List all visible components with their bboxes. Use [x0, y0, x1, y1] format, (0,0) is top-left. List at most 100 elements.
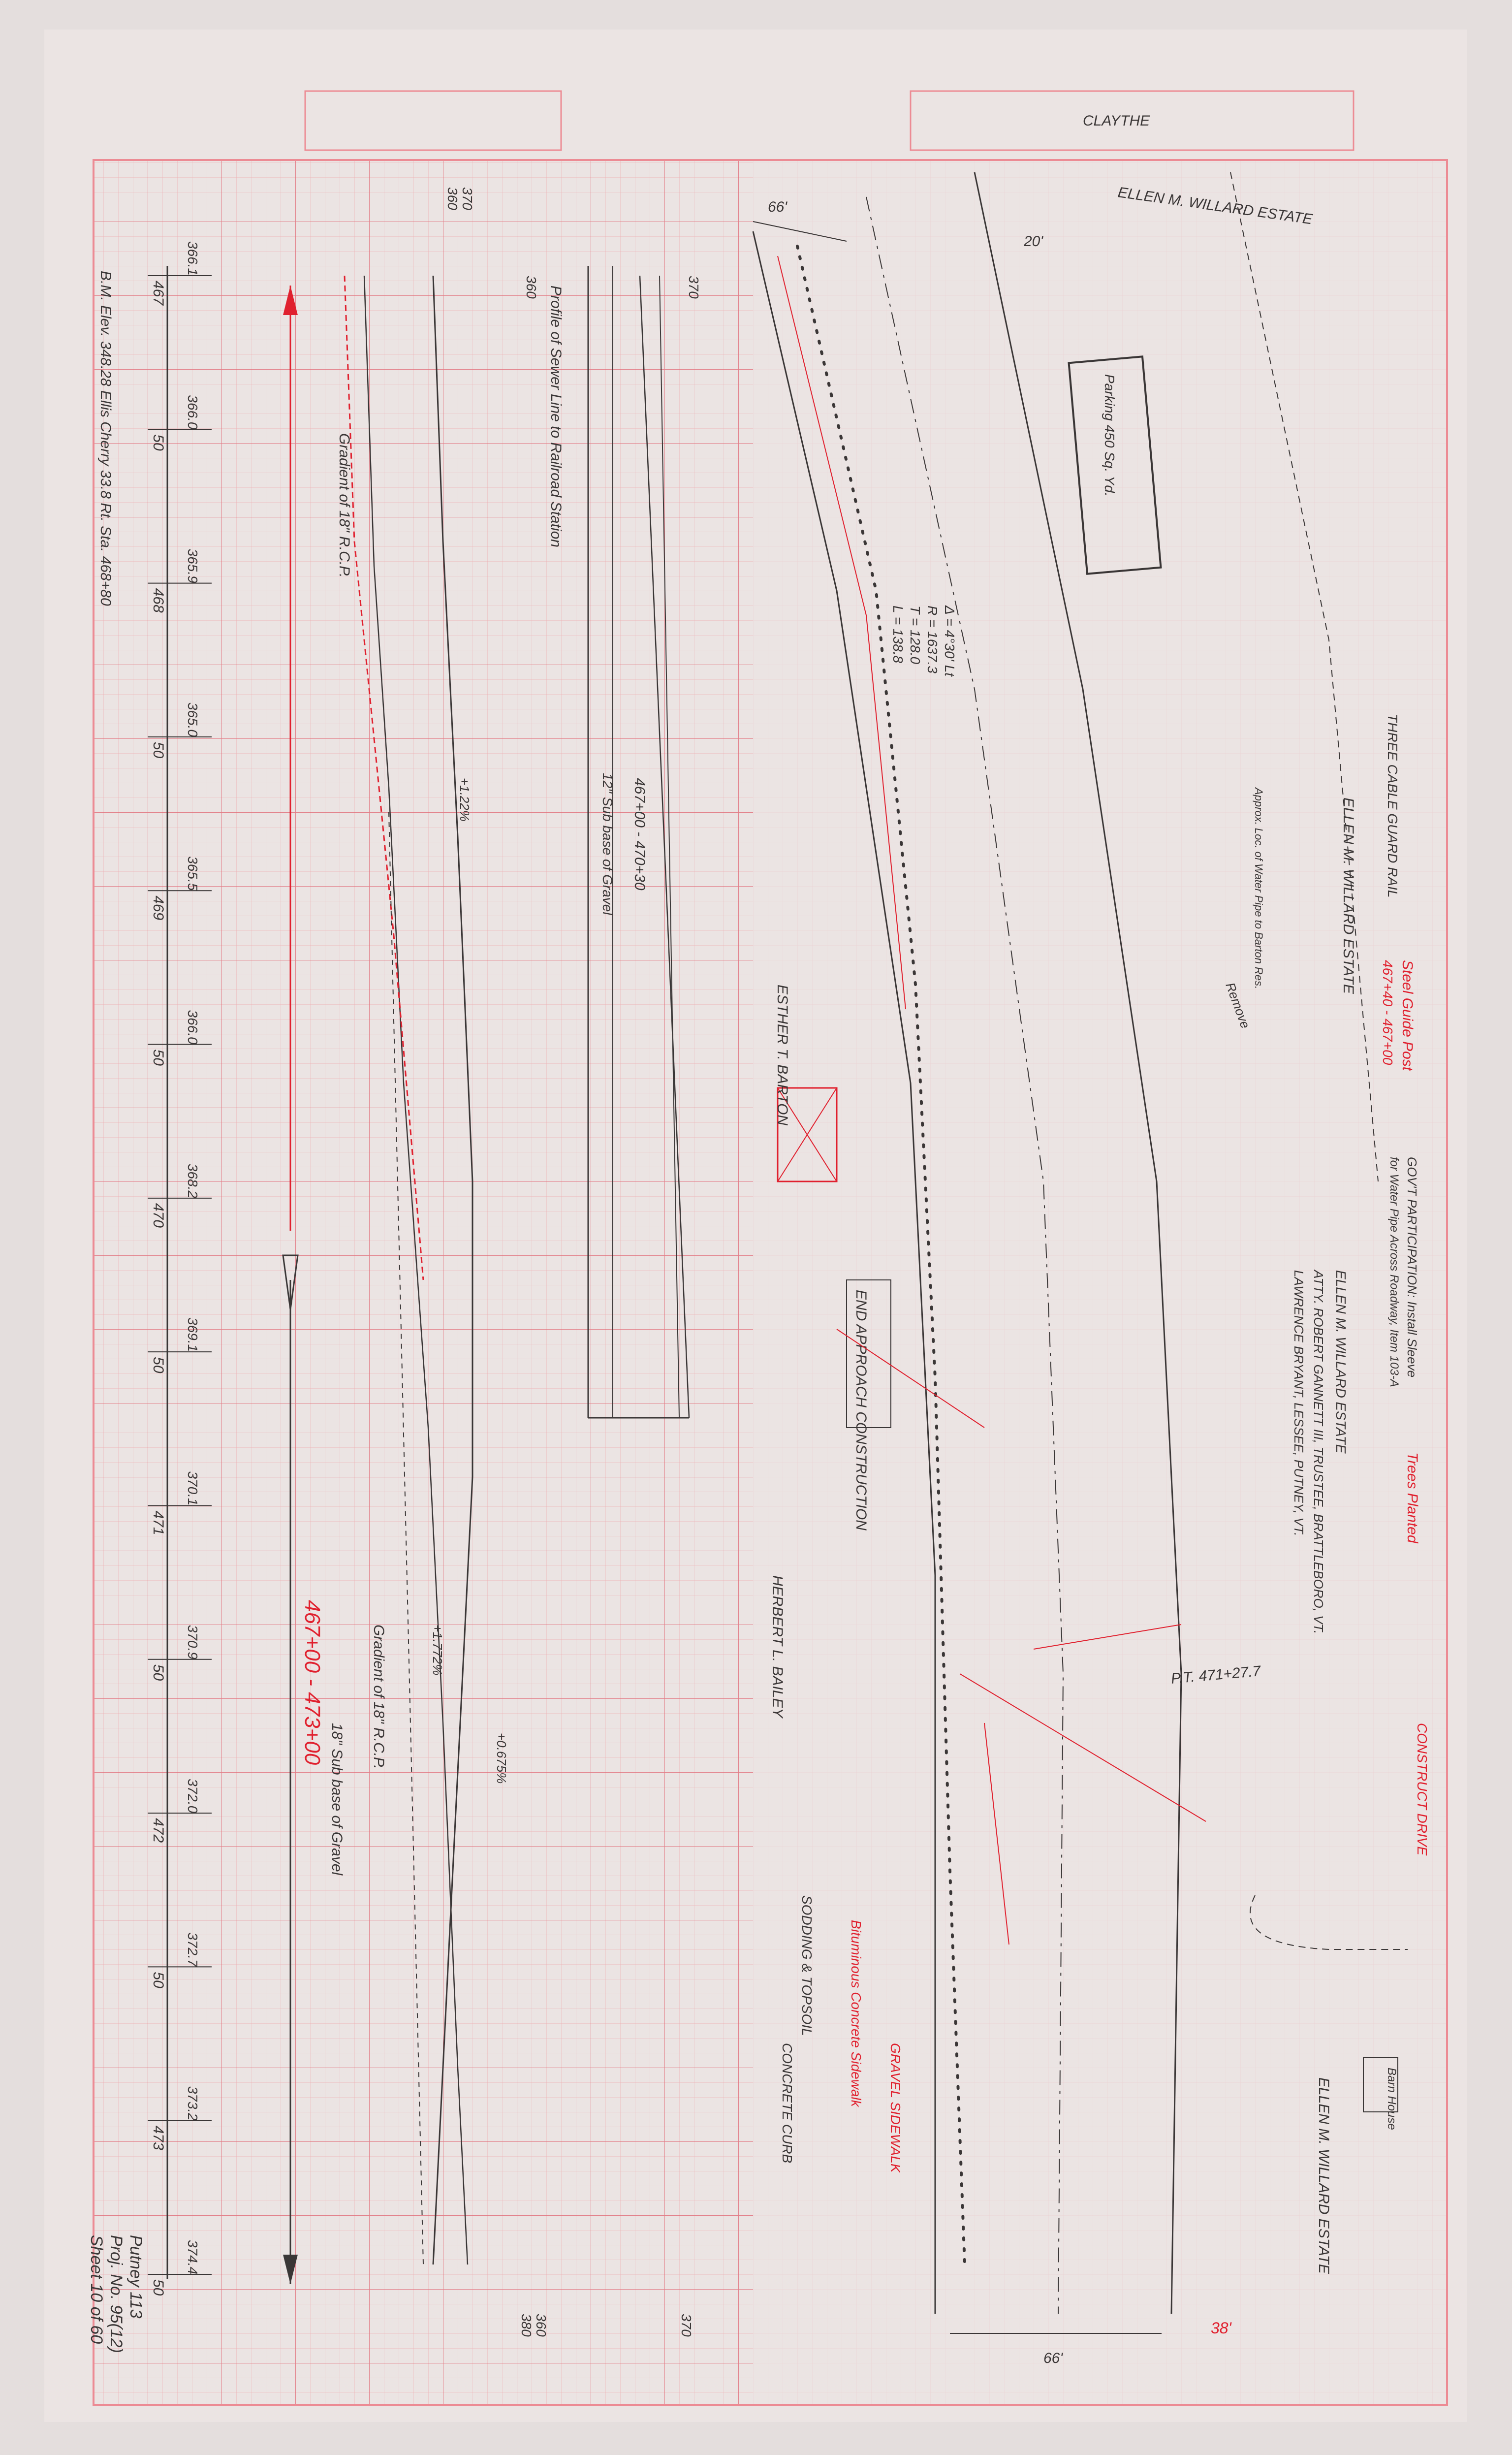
owner-corner: ELLEN M. WILLARD ESTATE	[1316, 2077, 1332, 2274]
station-elevation: 369.1	[185, 1317, 200, 1352]
station-elevation: 374.4	[185, 2240, 200, 2274]
station-elevation: 365.9	[185, 549, 200, 583]
parking-label: Parking 450 Sq. Yd.	[1102, 374, 1117, 497]
sta-range-top: 467+00 - 470+30	[631, 778, 648, 891]
station-label: 470	[150, 1203, 166, 1228]
subbase-top: 12" Sub base of Gravel	[600, 773, 615, 915]
station-elevation: 370.1	[185, 1471, 200, 1505]
end-approach: END APPROACH CONSTRUCTION	[853, 1290, 869, 1530]
station-label: 50	[150, 2279, 166, 2296]
profile-arrow-head	[283, 286, 298, 315]
row-line-right	[1230, 172, 1379, 1182]
concrete-curb: CONCRETE CURB	[780, 2043, 795, 2163]
datum-label: 360	[445, 187, 460, 210]
profile-header: B.M. Elev. 348.28 Ellis Cherry 33.8 Rt. …	[97, 271, 114, 606]
station-elevation: 366.1	[185, 241, 200, 276]
profile-arrow-mid	[282, 1254, 299, 1310]
profile2-curve-b	[659, 275, 680, 1418]
dim-top	[753, 221, 847, 242]
survey-line-3	[984, 1722, 1009, 1945]
station-label: 50	[150, 1972, 166, 1988]
road-edge-right	[974, 172, 1182, 2314]
end-approach-box	[846, 1279, 891, 1428]
gradient-bottom: Gradient of 18" R.C.P.	[371, 1625, 387, 1769]
gradient-top: Gradient of 18" R.C.P.	[336, 433, 352, 578]
sheet-project: Proj. No. 95(12)	[107, 2235, 126, 2353]
steel-guide-sta: 467+40 - 467+00	[1380, 960, 1395, 1065]
station-elevation: 368.2	[185, 1164, 200, 1198]
survey-line-4	[1033, 1624, 1182, 1650]
station-elevation: 365.5	[185, 856, 200, 891]
sodding: SODDING & TOPSOIL	[799, 1895, 815, 2036]
owner-low: ELLEN M. WILLARD ESTATE	[1333, 1270, 1349, 1454]
dim-20: 20'	[1023, 233, 1043, 250]
datum-label: 370	[686, 276, 701, 299]
sheet-id: Putney 113	[126, 2235, 145, 2319]
station-label: 473	[150, 2126, 166, 2150]
gradient-line-black	[363, 275, 469, 2265]
sheet-number: Sheet 10 of 60	[87, 2235, 106, 2344]
guard-rail: THREE CABLE GUARD RAIL	[1385, 714, 1400, 897]
station-elevation: 365.0	[185, 702, 200, 737]
trees-planted: Trees Planted	[1404, 1452, 1420, 1544]
owner-mid: ELLEN M. WILLARD ESTATE	[1340, 797, 1356, 994]
title-block-name: CLAYTHE	[1083, 113, 1150, 129]
dim-66b: 66'	[1043, 2350, 1063, 2366]
station-label: 472	[150, 1818, 166, 1843]
centerline	[866, 196, 1064, 2314]
survey-line-1	[836, 1329, 985, 1428]
tree-row	[796, 245, 966, 2266]
station-label: 50	[150, 434, 166, 451]
construct-drive: CONSTRUCT DRIVE	[1415, 1723, 1430, 1855]
curve-t: T = 128.0	[908, 606, 923, 665]
sheet-border	[93, 159, 1448, 2406]
station-label: 50	[150, 1050, 166, 1066]
bituminous-sidewalk: Bituminous Concrete Sidewalk	[849, 1920, 864, 2108]
station-label: 50	[150, 742, 166, 759]
govt-part-2: for Water Pipe Across Roadway, Item 103-…	[1387, 1157, 1401, 1387]
station-label: 471	[150, 1510, 166, 1535]
survey-line-2	[959, 1673, 1206, 1822]
govt-part: GOV'T PARTICIPATION: Install Sleeve	[1405, 1157, 1419, 1377]
trustees: ATTY. ROBERT GANNETT III, TRUSTEE, BRATT…	[1311, 1269, 1326, 1634]
datum-label: 360	[534, 2314, 549, 2337]
datum-label: 370	[460, 187, 475, 210]
station-elevation: 366.0	[185, 395, 200, 429]
curve-l: L = 138.8	[890, 606, 906, 663]
parking-box	[1068, 355, 1162, 575]
plan-grid-faint	[753, 160, 1447, 2405]
station-label: 467	[150, 281, 166, 306]
red-sideline	[777, 255, 906, 1010]
station-label: 50	[150, 1664, 166, 1681]
owner-bailey: HERBERT L. BAILEY	[769, 1575, 786, 1719]
driveway-corner	[1250, 1895, 1408, 1950]
station-label: 50	[150, 1357, 166, 1373]
grade-pct-a: +1.22%	[457, 778, 472, 822]
gravel-sidewalk: GRAVEL SIDEWALK	[888, 2043, 903, 2173]
datum-label: 370	[679, 2314, 694, 2337]
house-corner	[1363, 2057, 1398, 2112]
profile-title: Profile of Sewer Line to Railroad Statio…	[548, 286, 564, 547]
dim-66a: 66'	[768, 199, 788, 215]
station-elevation: 372.0	[185, 1779, 200, 1813]
station-elevation: 372.7	[185, 1932, 200, 1967]
owner-barton: ESTHER T. BARTON	[774, 985, 790, 1126]
station-label: 469	[150, 895, 166, 920]
station-elevation: 370.9	[185, 1625, 200, 1659]
grade-pct-c: +0.675%	[494, 1733, 509, 1784]
datum-label: 380	[519, 2314, 534, 2337]
curve-delta: Δ = 4°30' Lt	[942, 605, 957, 677]
grade-pct-b: +1.772%	[430, 1625, 445, 1675]
house-label: Barn House	[1385, 2068, 1398, 2130]
station-elevation: 366.0	[185, 1010, 200, 1045]
road-edge-left	[752, 231, 936, 2314]
stamp-box	[777, 1087, 838, 1182]
curve-r: R = 1637.3	[925, 606, 940, 673]
title-block-right	[910, 90, 1354, 151]
profile-arrow-head-2	[283, 2255, 298, 2284]
title-block-left	[304, 90, 562, 151]
subbase-bottom: 18" Sub base of Gravel	[329, 1723, 345, 1876]
lessee: LAWRENCE BRYANT, LESSEE, PUTNEY, VT.	[1292, 1270, 1306, 1536]
dim-38: 38'	[1211, 2319, 1232, 2337]
stamp-cross-2	[777, 1087, 837, 1182]
